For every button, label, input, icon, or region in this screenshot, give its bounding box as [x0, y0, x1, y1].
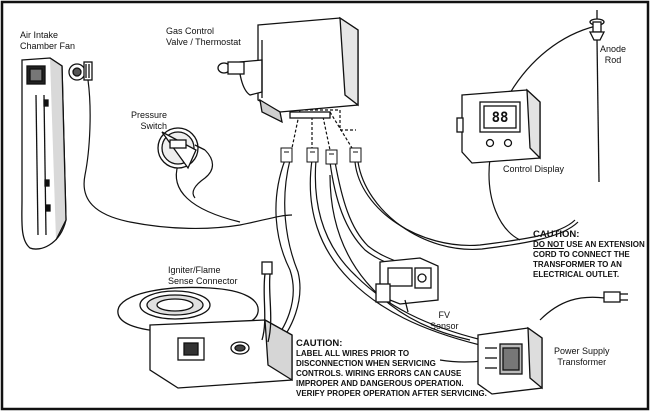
caution-wires-line5: VERIFY PROPER OPERATION AFTER SERVICING.	[296, 389, 487, 398]
display-digits: 88	[491, 110, 509, 126]
fv-sensor-label: FV Sensor	[430, 310, 459, 332]
pressure-switch-label-line2: Switch	[140, 121, 168, 131]
fv-sensor-label-line2: Sensor	[430, 321, 459, 331]
gas-control-valve-label-line1: Gas Control	[166, 26, 215, 36]
air-intake-fan-label: Air Intake Chamber Fan	[20, 30, 75, 52]
caution-extension-line3: TRANSFORMER TO AN	[533, 260, 622, 269]
fv-sensor-label-line1: FV	[438, 310, 451, 320]
air-intake-fan-label-line1: Air Intake	[20, 30, 59, 40]
igniter-drawing	[117, 261, 293, 389]
igniter-label-line2: Sense Connector	[168, 276, 238, 286]
gas-valve-drawing	[217, 16, 359, 124]
pressure-switch-label: Pressure Switch	[131, 110, 167, 132]
pressure-switch-drawing	[157, 127, 206, 170]
igniter-label-line1: Igniter/Flame	[168, 265, 221, 275]
caution-wires-line4: IMPROPER AND DANGEROUS OPERATION.	[296, 379, 464, 388]
caution-extension-line4: ELECTRICAL OUTLET.	[533, 270, 620, 279]
caution-extension-cord: CAUTION: DO NOT USE AN EXTENSION CORD TO…	[533, 230, 645, 280]
anode-rod-label-line2: Rod	[604, 55, 622, 65]
anode-rod-label-line1: Anode	[600, 44, 627, 54]
caution-wires-line1: LABEL ALL WIRES PRIOR TO	[296, 349, 410, 358]
caution-extension-title: CAUTION:	[533, 229, 580, 240]
wire-connectors	[280, 147, 362, 165]
gas-control-valve-label-line2: Valve / Thermostat	[166, 37, 241, 47]
transformer-drawing	[477, 291, 628, 395]
caution-wires-line2: DISCONNECTION WHEN SERVICING	[296, 359, 436, 368]
caution-extension-emphasis: DO NOT	[533, 240, 565, 249]
pressure-switch-label-line1: Pressure	[131, 110, 168, 120]
air-intake-fan-label-line2: Chamber Fan	[20, 41, 76, 51]
control-display-label: Control Display	[503, 164, 565, 174]
caution-extension-line2: CORD TO CONNECT THE	[533, 250, 630, 259]
fv-sensor-drawing	[375, 257, 439, 313]
anode-rod-label: Anode Rod	[600, 44, 626, 66]
power-supply-label: Power Supply Transformer	[554, 346, 610, 368]
power-supply-label-line1: Power Supply	[554, 346, 610, 356]
control-display-drawing	[456, 88, 541, 164]
gas-control-valve-label: Gas Control Valve / Thermostat	[166, 26, 241, 48]
air-intake-fan-drawing	[21, 57, 93, 250]
caution-wires-title: CAUTION:	[296, 338, 343, 349]
igniter-label: Igniter/Flame Sense Connector	[168, 265, 238, 287]
caution-extension-line1-rest: USE AN EXTENSION	[564, 240, 645, 249]
caution-extension-line1: DO NOT USE AN EXTENSION	[533, 240, 645, 250]
anode-rod-drawing	[588, 10, 606, 183]
caution-label-wires: CAUTION: LABEL ALL WIRES PRIOR TO DISCON…	[296, 339, 487, 399]
power-supply-label-line2: Transformer	[557, 357, 607, 367]
caution-wires-line3: CONTROLS. WIRING ERRORS CAN CAUSE	[296, 369, 462, 378]
